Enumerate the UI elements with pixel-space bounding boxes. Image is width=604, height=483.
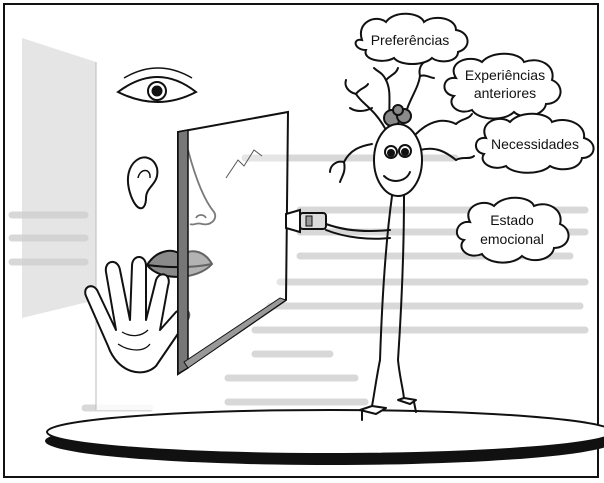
cloud-needs: Necessidades xyxy=(476,114,594,173)
cloud-preferences: Preferências xyxy=(356,14,468,64)
flashlight-icon xyxy=(286,210,326,232)
neuron-character xyxy=(326,60,474,420)
cloud-label-needs: Necessidades xyxy=(491,136,579,152)
cloud-label-emotional-2: emocional xyxy=(480,231,544,247)
cloud-label-experiences-2: anteriores xyxy=(474,85,536,101)
cloud-experiences: Experiências anteriores xyxy=(444,54,560,119)
cloud-label-experiences-1: Experiências xyxy=(465,67,545,83)
cloud-label-preferences: Preferências xyxy=(371,32,450,48)
glass-pane xyxy=(178,112,288,374)
cloud-emotional-state: Estado emocional xyxy=(457,198,569,263)
platform xyxy=(45,410,604,465)
cloud-label-emotional-1: Estado xyxy=(490,212,534,228)
